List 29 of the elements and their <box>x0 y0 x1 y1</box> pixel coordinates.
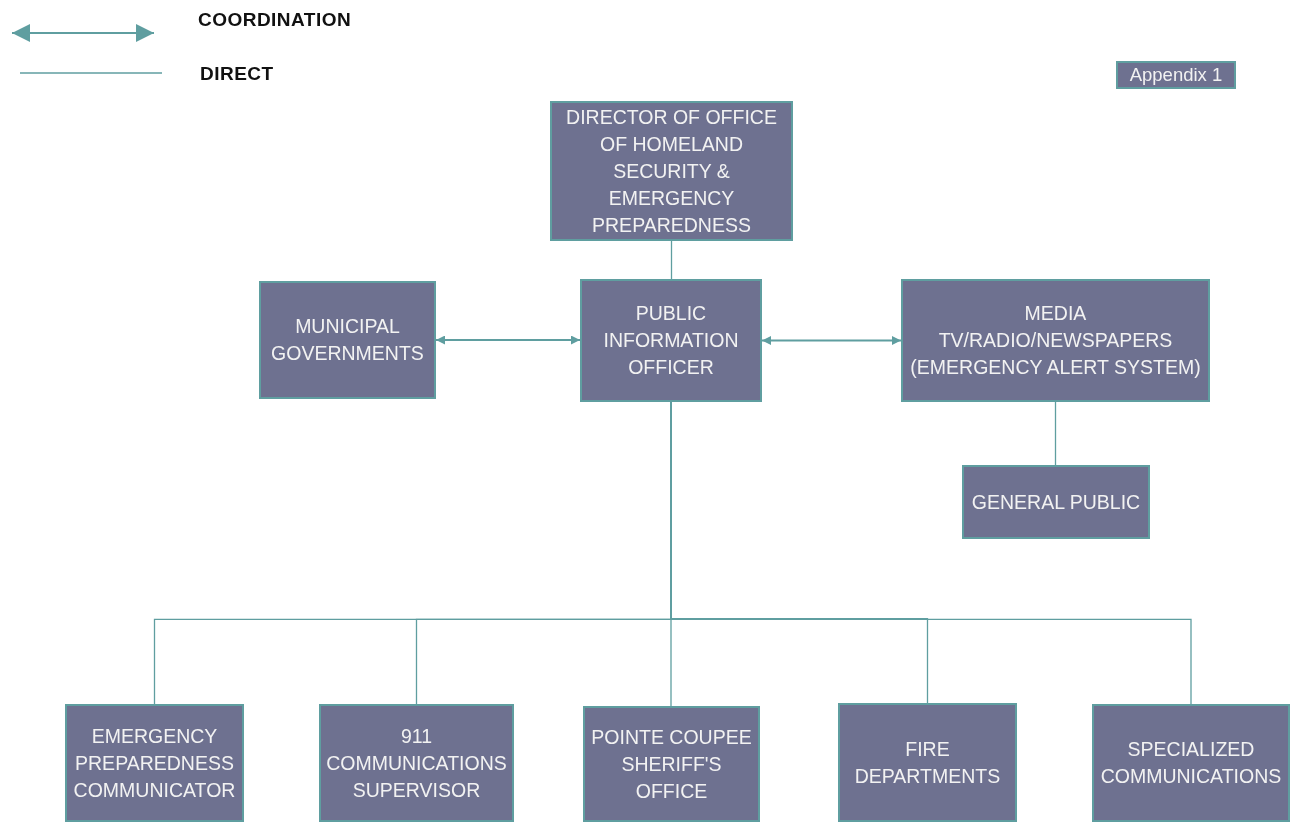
box-label: FIRE DEPARTMENTS <box>853 736 1002 789</box>
box-label: EMERGENCY PREPAREDNESS COMMUNICATOR <box>72 723 237 803</box>
box-label: GENERAL PUBLIC <box>971 489 1141 515</box>
legend-label: COORDINATION <box>198 8 352 32</box>
org-box <box>259 281 436 399</box>
box-label: DIRECTOR OF OFFICE OF HOMELAND SECURITY & EMERGENCY PREPAREDNESS <box>565 104 778 238</box>
org-box <box>583 706 760 822</box>
org-box <box>580 279 762 402</box>
box-label: SPECIALIZED COMMUNICATIONS <box>1099 737 1283 789</box>
box-label: 911 COMMUNICATIONS SUPERVISOR <box>325 723 508 803</box>
double-arrow <box>761 336 902 345</box>
connector-line <box>1054 401 1057 466</box>
org-box <box>901 279 1210 402</box>
box-label: PUBLIC INFORMATION OFFICER <box>602 301 740 380</box>
box-label: TV/RADIO/NEWSPAPERS (EMERGENCY ALERT SYSTEM) <box>909 328 1202 380</box>
org-box <box>65 704 244 822</box>
legend-label: DIRECT <box>200 62 274 86</box>
org-box <box>1116 61 1236 89</box>
org-box <box>1092 704 1290 822</box>
box-label: MEDIA <box>1024 301 1087 326</box>
connector-line <box>670 240 673 280</box>
org-box <box>962 465 1150 539</box>
box-label: POINTE COUPEE SHERIFF'S OFFICE <box>590 724 753 804</box>
org-box <box>319 704 514 822</box>
box-label: MUNICIPAL GOVERNMENTS <box>270 314 425 366</box>
double-arrow <box>435 335 581 345</box>
org-box <box>550 101 793 241</box>
org-box <box>838 703 1017 822</box>
box-label: Appendix 1 <box>1129 64 1223 86</box>
